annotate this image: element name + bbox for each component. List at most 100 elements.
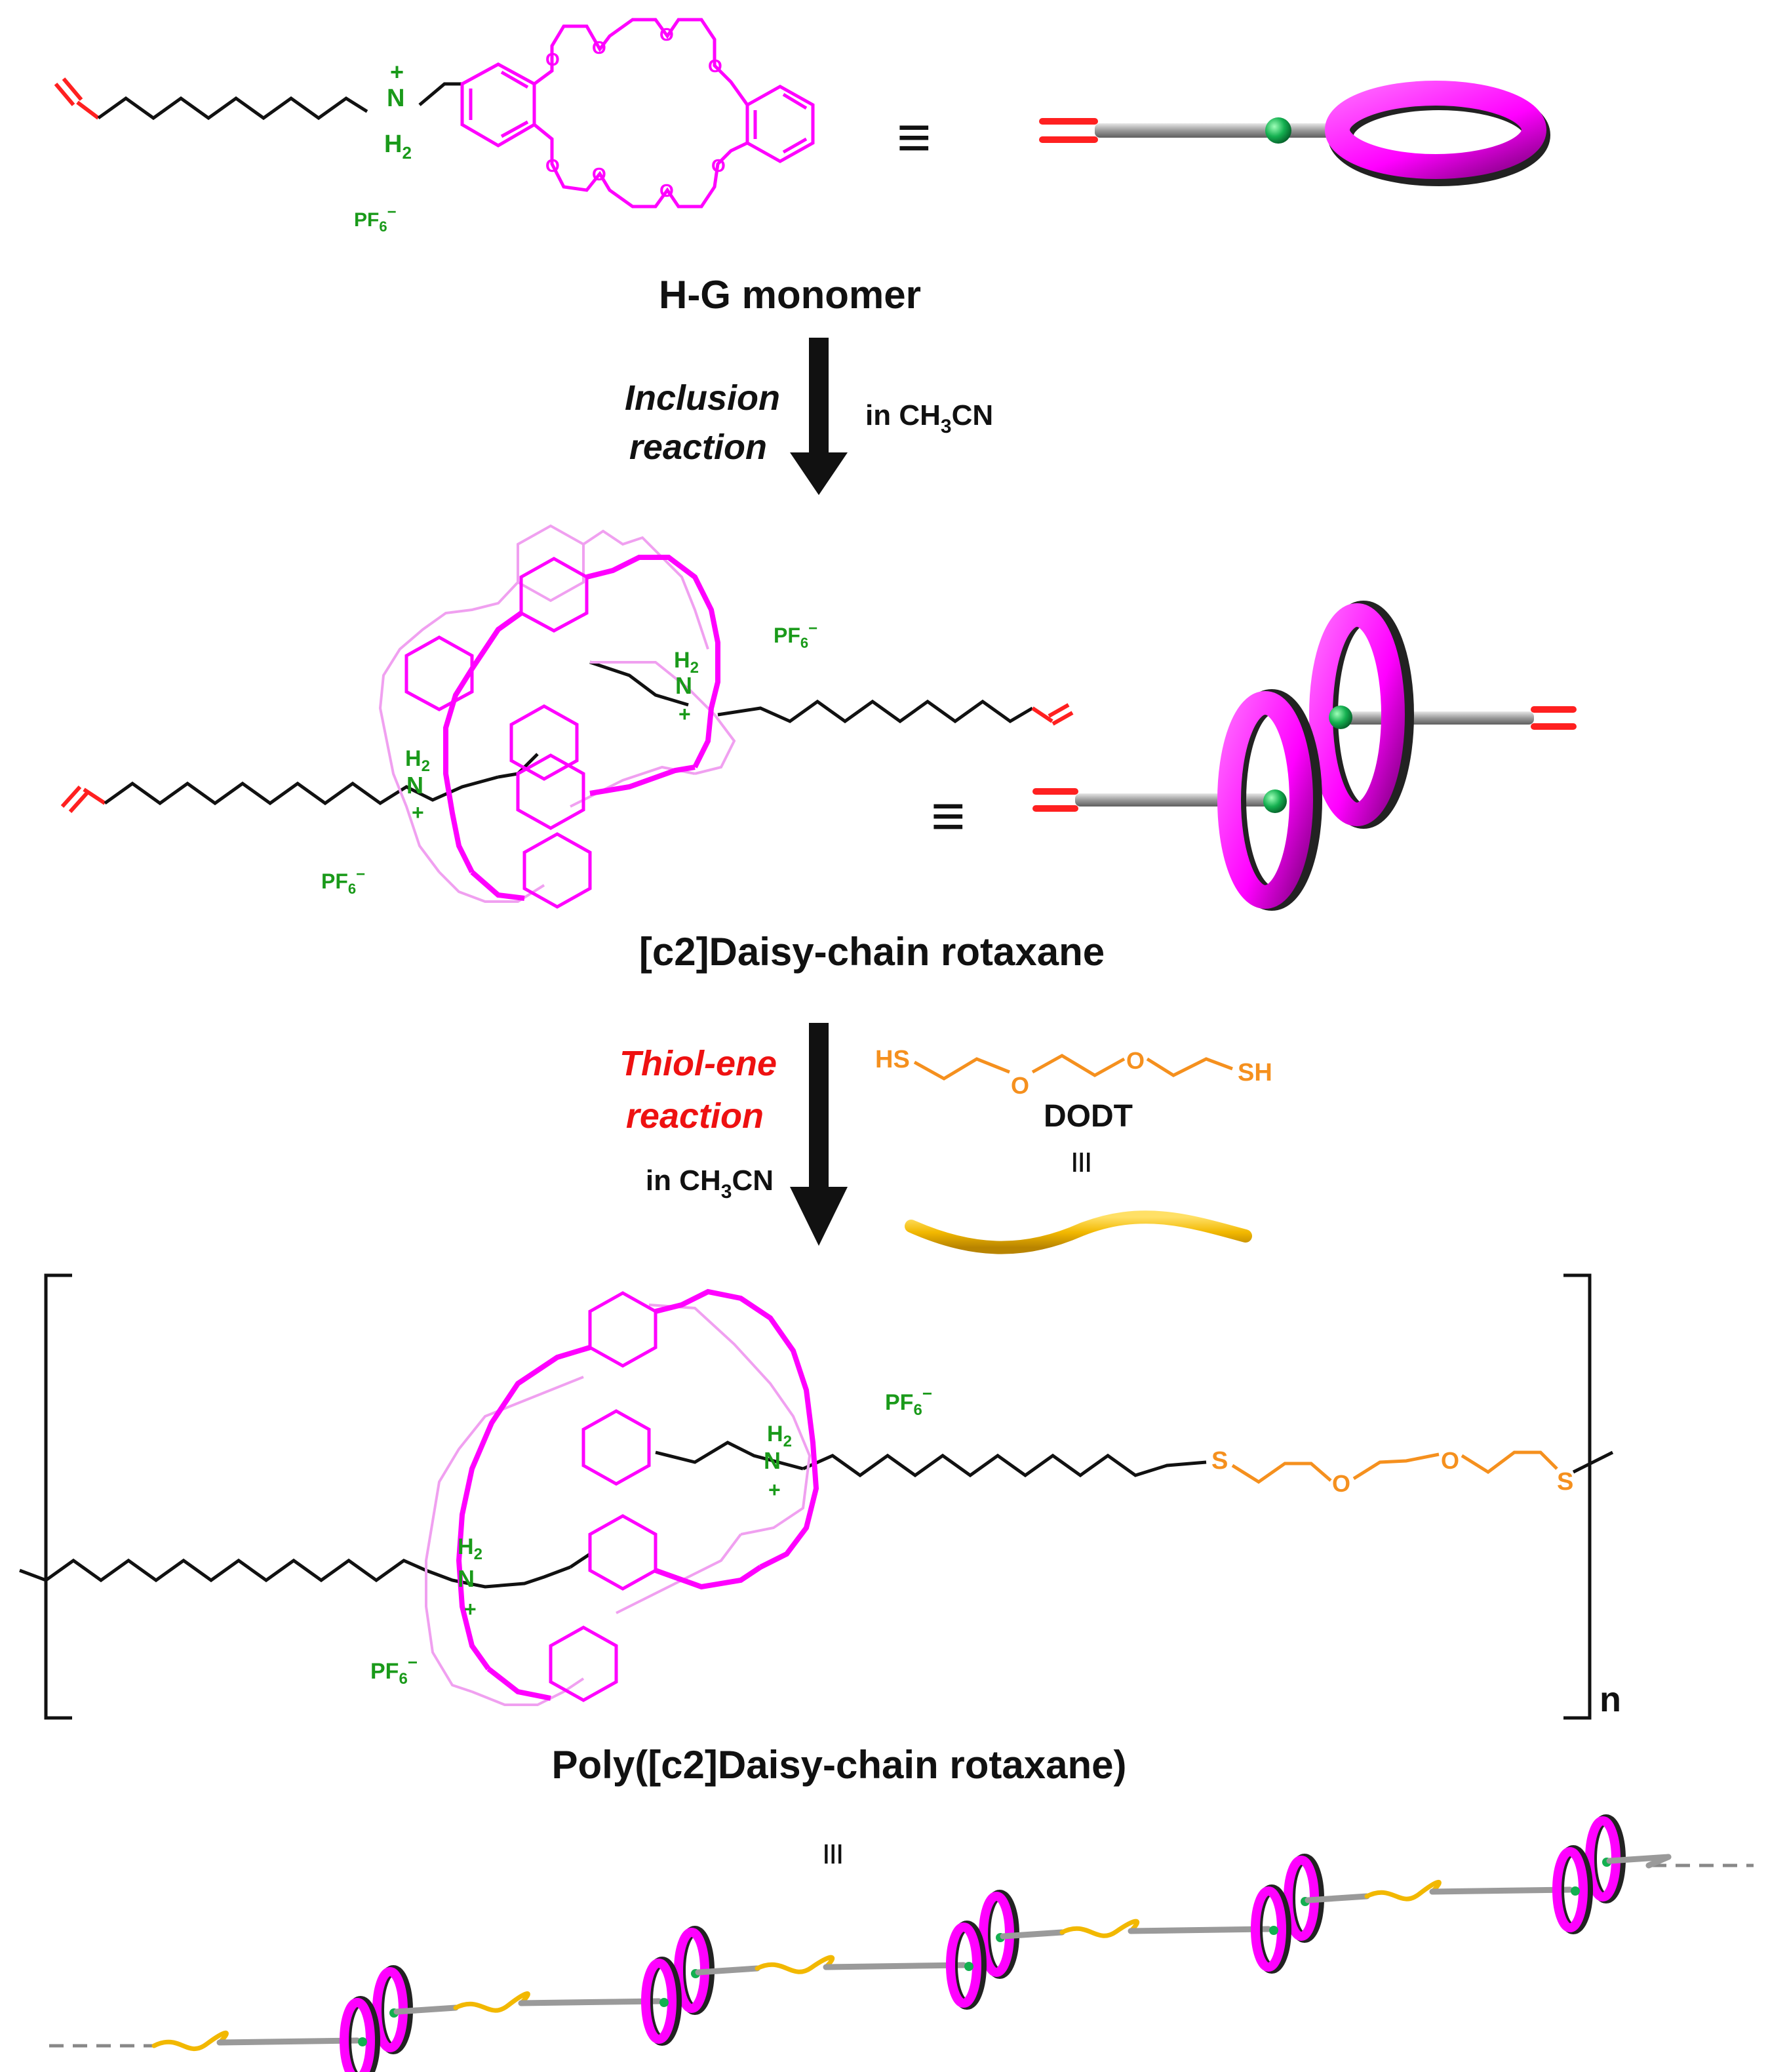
cartoon-bead	[1571, 1886, 1580, 1896]
step2-label-line2: reaction	[626, 1096, 764, 1136]
monomer-o-6: O	[592, 164, 606, 184]
dimer-charge-upper: +	[678, 702, 691, 726]
polymer-s-left: S	[1211, 1447, 1228, 1475]
cartoon-ring	[946, 1923, 981, 2008]
dimer-right-chain	[717, 699, 1034, 724]
cartoon-axle	[518, 1998, 662, 2006]
dodt-equivalence: ≡	[1060, 1151, 1104, 1174]
monomer-n-label: N	[387, 85, 404, 112]
cartoon-dodt-wire	[755, 1955, 835, 1974]
cartoon-bead	[358, 2037, 367, 2046]
dodt-structure: HS O O SH	[875, 1046, 1272, 1099]
monomer-counterion: PF6−	[354, 203, 397, 235]
polymer-n-upper: N	[764, 1447, 781, 1474]
dimer-right-alkene	[1031, 703, 1074, 726]
polymer-h2-upper: H2	[767, 1422, 792, 1450]
polymer-cartoon	[49, 1814, 1754, 2072]
monomer-n-charge: +	[390, 58, 404, 85]
dimer-crown-front	[404, 555, 720, 909]
step2-label-line1: Thiol-ene	[619, 1044, 777, 1083]
polymer-right-chain	[802, 1453, 1207, 1478]
polymer-n-lower: N	[458, 1565, 475, 1592]
dimer-counterion-lower: PF6−	[321, 866, 365, 897]
cartoon-ring	[641, 1959, 677, 2044]
monomer-o-5: O	[545, 155, 560, 176]
dimer-h2-upper: H2	[674, 648, 699, 677]
cartoon-axle	[1128, 1926, 1272, 1934]
polymer-counterion-lower: PF6−	[370, 1652, 418, 1688]
cartoon-axle	[216, 2037, 361, 2046]
dimer-n-lower: N	[406, 772, 423, 799]
alkene-stopper	[1039, 118, 1098, 143]
step2-arrow	[790, 1023, 848, 1246]
polymer-charge-lower: +	[464, 1597, 477, 1621]
lower-bead	[1263, 789, 1287, 813]
cartoon-axle	[1305, 1893, 1370, 1903]
dimer-link-right	[589, 660, 689, 707]
cartoon-dodt-wire	[1059, 1919, 1140, 1938]
dimer-left-chain	[104, 775, 499, 806]
upper-ring	[1309, 603, 1405, 826]
polymer-o-2: O	[1441, 1447, 1459, 1474]
cartoon-ring	[1552, 1847, 1588, 1932]
polymer-left-chain	[19, 1558, 571, 1589]
monomer-linker	[418, 82, 462, 106]
cartoon-bead	[964, 1962, 973, 1971]
cartoon-axle	[695, 1965, 760, 1976]
repeat-unit-label: n	[1600, 1680, 1621, 1719]
monomer-equivalence: ≡	[897, 105, 932, 170]
dimer-equivalence: ≡	[931, 784, 966, 849]
dimer-structure: N H2 + N H2 + PF6− PF6−	[60, 524, 1074, 909]
dodt-name: DODT	[1044, 1099, 1133, 1134]
monomer-o-3: O	[659, 24, 674, 45]
axle	[1095, 123, 1350, 138]
crown-ring	[1325, 81, 1546, 179]
left-bracket	[44, 1273, 72, 1720]
monomer-alkene	[54, 77, 100, 120]
dimer-h2-lower: H2	[405, 746, 430, 775]
dimer-charge-lower: +	[412, 801, 424, 824]
polymer-s-right: S	[1557, 1468, 1573, 1496]
right-bracket	[1563, 1273, 1592, 1720]
lower-ring	[1217, 691, 1313, 909]
dodt-o1: O	[1011, 1072, 1029, 1099]
cartoon-axle	[823, 1962, 967, 1970]
polymer-link-left	[569, 1552, 591, 1569]
dimer-benzenes	[509, 704, 585, 830]
cartoon-axle	[393, 2004, 459, 2015]
dodt-sh: SH	[1238, 1059, 1272, 1086]
upper-stopper	[1531, 706, 1577, 730]
step1-label-line2: reaction	[629, 428, 767, 467]
cartoon-axle-end	[1645, 1854, 1672, 1869]
monomer-o-8: O	[711, 155, 726, 176]
dimer-name: [c2]Daisy-chain rotaxane	[639, 930, 1105, 974]
polymer-charge-upper: +	[768, 1478, 781, 1502]
polymer-counterion-upper: PF6−	[885, 1384, 932, 1419]
dodt-hs: HS	[875, 1046, 910, 1073]
monomer-cartoon	[1039, 81, 1550, 186]
cartoon-dodt-wire	[1364, 1879, 1442, 1902]
monomer-h2-label: H2	[384, 130, 412, 163]
dodt-wire-cartoon	[905, 1210, 1252, 1254]
upper-axle	[1324, 711, 1534, 725]
polymer-crown-back	[425, 1304, 812, 1706]
cartoon-dodt-wire	[151, 2030, 229, 2052]
dimer-left-alkene	[60, 785, 106, 814]
polymer-name: Poly([c2]Daisy-chain rotaxane)	[552, 1743, 1127, 1787]
monomer-name: H-G monomer	[659, 273, 921, 317]
cartoon-axle	[1429, 1886, 1573, 1895]
monomer-o-7: O	[659, 180, 674, 201]
dodt-o2: O	[1126, 1047, 1145, 1074]
monomer-alkyl-chain	[97, 96, 368, 121]
cartoon-axle	[1000, 1929, 1065, 1940]
upper-bead	[1329, 706, 1352, 729]
cartoon-axle	[1606, 1854, 1672, 1864]
step1-label-line1: Inclusion	[625, 378, 780, 418]
monomer-o-4: O	[708, 56, 722, 76]
polymer-link-right	[655, 1441, 804, 1471]
monomer-crown-ether	[460, 18, 815, 209]
monomer-structure: N + H2 PF6− O O O O O O	[54, 18, 815, 235]
step2-solvent: in CH3CN	[646, 1165, 774, 1203]
monomer-o-1: O	[545, 49, 560, 70]
